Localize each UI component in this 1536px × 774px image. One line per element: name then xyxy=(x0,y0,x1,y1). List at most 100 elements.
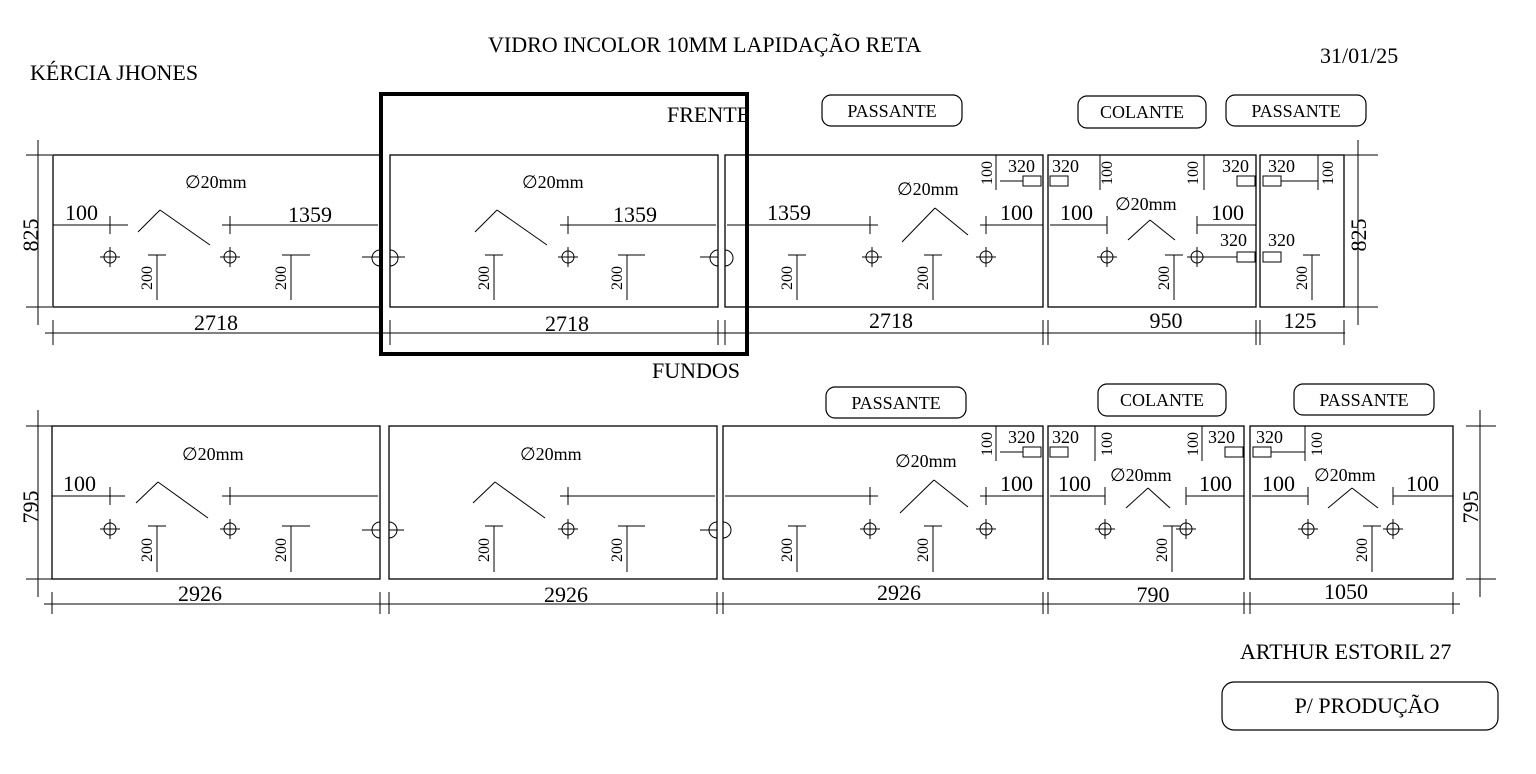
production-stamp xyxy=(1221,681,1499,731)
tag-passante-2 xyxy=(1293,383,1435,416)
offset-200: 200 xyxy=(476,266,493,290)
hole-label: ∅20mm xyxy=(520,444,582,464)
hole-label: ∅20mm xyxy=(1110,465,1172,485)
tag-passante-2-label: PASSANTE xyxy=(1319,390,1408,410)
hole-label: ∅20mm xyxy=(1314,465,1376,485)
width-pane-2: 2926 xyxy=(544,582,588,607)
offset-200: 200 xyxy=(779,538,796,562)
width-pane-3: 2926 xyxy=(877,580,921,605)
width-pane-4: 790 xyxy=(1137,582,1170,607)
row-fundos: FUNDOS PASSANTE COLANTE PASSANTE 795 795… xyxy=(18,358,1496,614)
row-label-fundos: FUNDOS xyxy=(652,358,740,383)
offset-100: 100 xyxy=(63,471,96,496)
pane-4 xyxy=(1047,425,1245,580)
offset-320: 320 xyxy=(1052,427,1079,447)
offset-100: 100 xyxy=(1060,200,1093,225)
offset-320: 320 xyxy=(1008,427,1035,447)
offset-200: 200 xyxy=(273,538,290,562)
tag-colante xyxy=(1077,95,1207,129)
tag-passante-1 xyxy=(821,94,963,127)
width-pane-4: 950 xyxy=(1150,308,1183,333)
width-pane-1: 2718 xyxy=(194,310,238,335)
pane-3 xyxy=(722,425,1044,580)
highlight-frame xyxy=(379,92,749,356)
row-frente: FRENTE PASSANTE COLANTE PASSANTE 825 825 xyxy=(18,94,1378,345)
hole-label: ∅20mm xyxy=(1115,194,1177,214)
offset-100: 100 xyxy=(1185,161,1202,185)
height-left: 795 xyxy=(18,491,43,524)
offset-100: 100 xyxy=(1099,432,1116,456)
height-right: 795 xyxy=(1458,491,1483,524)
height-left: 825 xyxy=(18,219,43,252)
span-1359: 1359 xyxy=(613,202,657,227)
offset-200: 200 xyxy=(1294,266,1311,290)
pane-1 xyxy=(51,425,381,580)
offset-100: 100 xyxy=(1000,471,1033,496)
pane-5 xyxy=(1259,154,1345,308)
offset-200: 200 xyxy=(139,538,156,562)
offset-100: 100 xyxy=(1000,200,1033,225)
hole-label: ∅20mm xyxy=(185,172,247,192)
tag-colante xyxy=(1097,383,1227,417)
offset-320: 320 xyxy=(1222,156,1249,176)
pane-3 xyxy=(724,154,1044,308)
pane-1 xyxy=(52,154,381,308)
offset-100: 100 xyxy=(65,200,98,225)
offset-200: 200 xyxy=(1354,538,1371,562)
width-pane-3: 2718 xyxy=(869,308,913,333)
offset-100: 100 xyxy=(1211,200,1244,225)
hole-label: ∅20mm xyxy=(897,179,959,199)
offset-100: 100 xyxy=(1058,471,1091,496)
width-pane-1: 2926 xyxy=(178,581,222,606)
width-pane-2: 2718 xyxy=(545,311,589,336)
offset-320: 320 xyxy=(1008,156,1035,176)
tag-passante-2-label: PASSANTE xyxy=(1251,101,1340,121)
hole-label: ∅20mm xyxy=(522,172,584,192)
offset-100: 100 xyxy=(1406,471,1439,496)
client-name: KÉRCIA JHONES xyxy=(30,60,198,85)
offset-320: 320 xyxy=(1256,427,1283,447)
offset-200: 200 xyxy=(1156,266,1173,290)
offset-200: 200 xyxy=(915,538,932,562)
production-stamp-label: P/ PRODUÇÃO xyxy=(1295,693,1440,718)
width-pane-5: 1050 xyxy=(1324,579,1368,604)
hole-label: ∅20mm xyxy=(182,444,244,464)
offset-200: 200 xyxy=(779,266,796,290)
offset-100: 100 xyxy=(979,432,996,456)
pane-2 xyxy=(389,154,719,308)
site-address: ARTHUR ESTORIL 27 xyxy=(1240,639,1451,664)
offset-100: 100 xyxy=(1099,161,1116,185)
offset-100: 100 xyxy=(1185,432,1202,456)
drawing-title: VIDRO INCOLOR 10MM LAPIDAÇÃO RETA xyxy=(488,32,921,57)
offset-200: 200 xyxy=(609,538,626,562)
offset-200: 200 xyxy=(915,266,932,290)
offset-200: 200 xyxy=(273,266,290,290)
drawing-date: 31/01/25 xyxy=(1320,43,1398,68)
tag-passante-1-label: PASSANTE xyxy=(847,101,936,121)
tag-colante-label: COLANTE xyxy=(1120,390,1204,410)
offset-100: 100 xyxy=(1309,432,1326,456)
offset-100: 100 xyxy=(1199,471,1232,496)
offset-320: 320 xyxy=(1268,156,1295,176)
span-1359: 1359 xyxy=(767,200,811,225)
row-label-frente: FRENTE xyxy=(667,102,750,127)
pane-4 xyxy=(1047,154,1257,308)
offset-200: 200 xyxy=(139,266,156,290)
offset-200: 200 xyxy=(1154,538,1171,562)
span-1359: 1359 xyxy=(288,202,332,227)
offset-320: 320 xyxy=(1208,427,1235,447)
tag-passante-1 xyxy=(825,386,967,419)
offset-100: 100 xyxy=(979,161,996,185)
offset-320: 320 xyxy=(1220,230,1247,250)
offset-320: 320 xyxy=(1052,156,1079,176)
offset-100: 100 xyxy=(1320,161,1337,185)
tag-passante-2 xyxy=(1225,94,1367,127)
offset-100: 100 xyxy=(1262,471,1295,496)
offset-200: 200 xyxy=(476,538,493,562)
height-right: 825 xyxy=(1346,219,1371,252)
tag-colante-label: COLANTE xyxy=(1100,102,1184,122)
hole-label: ∅20mm xyxy=(895,451,957,471)
offset-200: 200 xyxy=(609,266,626,290)
pane-5 xyxy=(1249,425,1454,580)
